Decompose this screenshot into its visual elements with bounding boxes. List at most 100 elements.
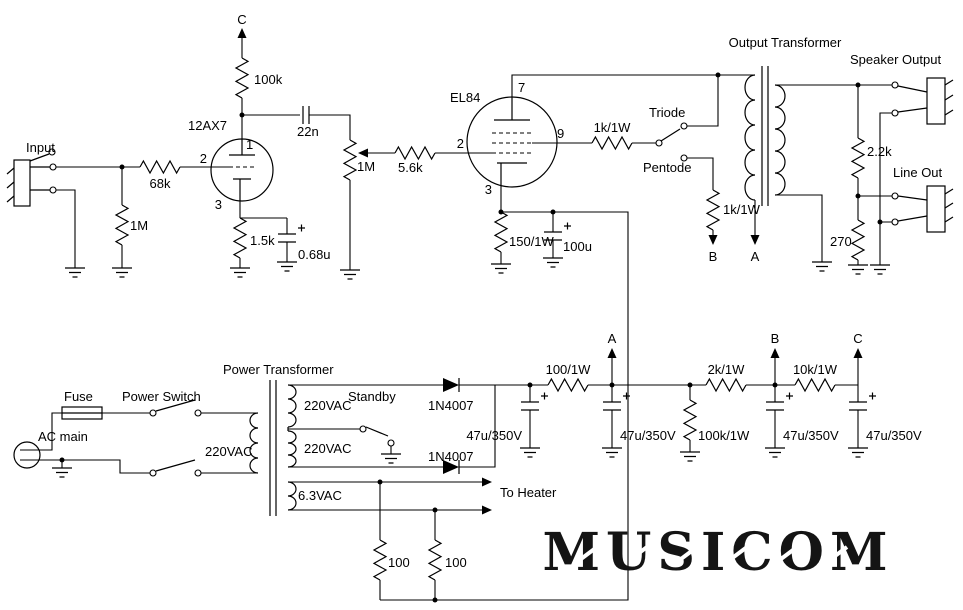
resistor-1m-input [115,204,129,246]
v1-pin1-label: 1 [246,137,253,152]
label-1k-screen: 1k/1W [594,120,632,135]
standby-switch-symbol [359,425,395,447]
ground-icon [764,447,786,458]
ground-icon [380,453,402,464]
ground-icon [601,447,623,458]
label-12ax7: 12AX7 [188,118,227,133]
supply-a-label: A [751,249,760,264]
pot-wiper-arrow-icon [358,148,368,158]
hum1-label: 100 [388,555,410,570]
ground-icon [111,267,133,278]
power-transformer-symbol [249,380,297,516]
ground-icon [51,467,73,478]
label-1k5: 1.5k [250,233,275,248]
diode1-label: 1N4007 [428,398,474,413]
v1-pin2-label: 2 [200,151,207,166]
secondary-hv1-label: 220VAC [304,398,351,413]
supply-c-arrow-icon [237,28,247,38]
heater-arrow-icon [482,477,492,487]
secondary-hv2-label: 220VAC [304,441,351,456]
hum2-label: 100 [445,555,467,570]
secondary-heater-label: 6.3VAC [298,488,342,503]
rail-c-arrow-icon [853,348,863,358]
speaker-jack [891,77,954,125]
capacitor-22n [302,105,310,125]
resistor-100-hum1 [373,539,387,581]
v2-pin2-label: 2 [457,136,464,151]
heater-arrow-icon [482,505,492,515]
resistor-2k [705,378,747,392]
logo-stencil-cuts [579,545,849,561]
ground-icon [869,264,891,275]
label-5k6: 5.6k [398,160,423,175]
label-22n: 22n [297,124,319,139]
label-1k-pentode: 1k/1W [723,202,761,217]
supply-b-label: B [709,249,718,264]
label-10k-1w: 10k/1W [793,362,838,377]
pot-1m [343,139,357,181]
resistor-100k [235,57,249,99]
rail-a-arrow-icon [607,348,617,358]
bleeder-label: 100k/1W [698,428,750,443]
fuse-label: Fuse [64,389,93,404]
ac-main-label: AC main [38,429,88,444]
ground-icon [542,257,564,268]
resistor-5k6 [394,146,436,160]
ground-icon [847,264,869,275]
label-100u: 100u [563,239,592,254]
label-2k-1w: 2k/1W [708,362,746,377]
resistor-1k-screen [591,136,633,150]
power-switch-label: Power Switch [122,389,201,404]
capacitor-0u68 [277,223,306,243]
musicom-logo: MUSICOM [542,522,893,583]
resistors [115,57,865,581]
psu-wires [20,357,859,600]
v2-pin7-label: 7 [518,80,525,95]
ground-icon [229,267,251,278]
power-switch-symbol [149,399,202,477]
standby-label: Standby [348,389,396,404]
cap2-label: 47u/350V [620,428,676,443]
ground-icon [811,261,833,272]
junction-dots [59,72,883,603]
capacitor-47u-1 [520,391,549,411]
capacitor-47u-3 [765,391,794,411]
v2-pin3-label: 3 [485,182,492,197]
label-0u68: 0.68u [298,247,331,262]
label-pot-1m: 1M [357,159,375,174]
tube-el84-symbol [466,96,558,188]
tube-12ax7-symbol [210,138,274,202]
power-transformer-label: Power Transformer [223,362,334,377]
capacitor-47u-2 [602,391,631,411]
label-270: 270 [830,234,852,249]
ground-icon [679,451,701,462]
input-label: Input [26,140,55,155]
rail-a-label: A [608,331,617,346]
ground-icon [490,263,512,274]
supply-c-label: C [237,12,246,27]
output-transformer-label: Output Transformer [729,35,842,50]
supply-b-arrow-icon [708,235,718,245]
triode-label: Triode [649,105,685,120]
cap4-label: 47u/350V [866,428,922,443]
resistor-270 [851,219,865,261]
ground-icon [339,269,361,280]
rail-c-label: C [853,331,862,346]
label-68k: 68k [150,176,171,191]
resistor-100-1w [547,378,589,392]
resistor-100-hum2 [428,539,442,581]
label-100k: 100k [254,72,283,87]
labels: C 100k 22n 12AX7 1 2 3 Input 68k 1M 1.5k… [26,12,943,570]
resistor-2k2 [851,137,865,179]
ground-icon [276,261,298,272]
resistor-150 [494,211,508,253]
diode-1n4007-1 [442,377,460,393]
fuse-symbol [61,406,103,420]
speaker-output-label: Speaker Output [850,52,941,67]
v1-pin3-label: 3 [215,197,222,212]
input-jack [6,148,57,207]
resistor-1k5 [233,217,247,259]
rail-b-arrow-icon [770,348,780,358]
label-el84: EL84 [450,90,480,105]
